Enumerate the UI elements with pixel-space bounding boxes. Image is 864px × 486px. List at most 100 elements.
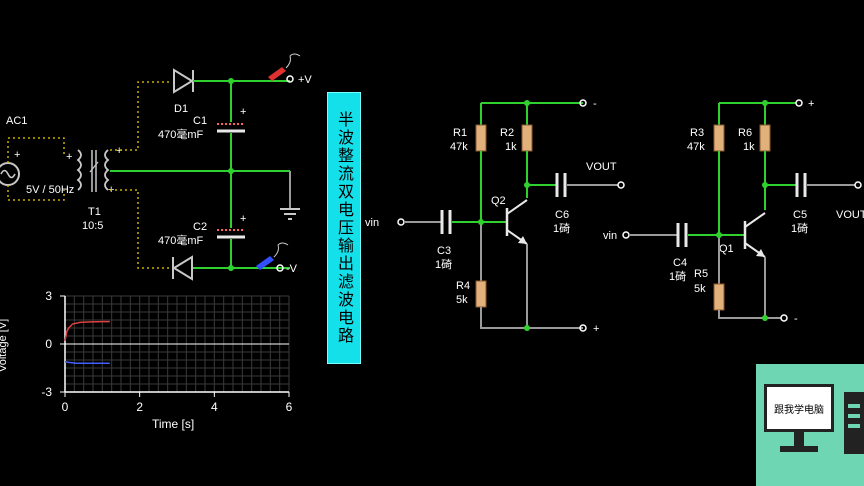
capacitor-c1-name: C1 bbox=[193, 115, 207, 127]
ac-source-spec: 5V / 50Hz bbox=[26, 184, 74, 196]
left-top-rail-terminal[interactable] bbox=[579, 99, 587, 107]
rectifier-circuit: AC1 5V / 50Hz + + T1 10:5 + + D1 bbox=[0, 53, 312, 281]
capacitor-c3-name: C3 bbox=[437, 245, 451, 257]
transistor-q1[interactable] bbox=[743, 212, 766, 258]
x-tick-label: 6 bbox=[286, 400, 293, 414]
transistor-q2-label: Q2 bbox=[491, 195, 506, 207]
diode-d1[interactable] bbox=[173, 68, 194, 94]
resistor-r6-value: 1k bbox=[743, 141, 755, 153]
resistor-r1[interactable] bbox=[475, 124, 487, 152]
capacitor-c3-value: 1碕 bbox=[435, 258, 452, 271]
output-positive-label: +V bbox=[298, 74, 312, 86]
capacitor-c5-name: C5 bbox=[793, 209, 807, 221]
capacitor-c1-value: 470毫mF bbox=[158, 127, 204, 141]
left-vin-label: vin bbox=[365, 217, 379, 229]
right-vin-label: vin bbox=[603, 230, 617, 242]
capacitor-c4[interactable] bbox=[676, 223, 688, 247]
resistor-r4[interactable] bbox=[475, 280, 487, 308]
diode-d2[interactable] bbox=[172, 255, 193, 281]
right-top-rail-label: + bbox=[808, 98, 814, 110]
pc-tower-icon bbox=[844, 392, 864, 454]
right-vout-terminal[interactable] bbox=[854, 181, 862, 189]
transformer-primary-plus: + bbox=[66, 151, 72, 163]
x-tick-label: 2 bbox=[136, 400, 143, 414]
right-bottom-rail-terminal[interactable] bbox=[780, 314, 788, 322]
capacitor-c6-value: 1碕 bbox=[553, 222, 570, 235]
left-bottom-rail-label: + bbox=[593, 323, 599, 335]
capacitor-c1[interactable] bbox=[217, 123, 245, 133]
y-tick-label: 0 bbox=[45, 337, 52, 351]
transistor-q2[interactable] bbox=[505, 199, 528, 245]
resistor-r1-name: R1 bbox=[453, 127, 467, 139]
resistor-r4-name: R4 bbox=[456, 280, 470, 292]
right-vout-label: VOUT bbox=[836, 209, 864, 221]
ground-icon bbox=[280, 208, 300, 220]
ac-sine-icon bbox=[0, 169, 16, 179]
c2-plus: + bbox=[240, 213, 246, 225]
capacitor-c2[interactable] bbox=[217, 229, 245, 239]
x-tick-label: 0 bbox=[62, 400, 69, 414]
right-vin-terminal[interactable] bbox=[622, 231, 630, 239]
capacitor-c2-name: C2 bbox=[193, 221, 207, 233]
resistor-r5-value: 5k bbox=[694, 283, 706, 295]
resistor-r3-name: R3 bbox=[690, 127, 704, 139]
blue-probe-icon[interactable] bbox=[256, 242, 289, 270]
transformer-name: T1 bbox=[88, 206, 101, 218]
red-probe-icon[interactable] bbox=[268, 53, 301, 81]
capacitor-c2-value: 470毫mF bbox=[158, 233, 204, 247]
monitor-base-icon bbox=[780, 446, 818, 452]
graph-x-label: Time [s] bbox=[152, 417, 194, 431]
left-amplifier-circuit: - R1 47k R2 1k vin C3 1碕 Q2 bbox=[365, 98, 625, 335]
left-vin-terminal[interactable] bbox=[397, 218, 405, 226]
title-banner: 半波整流双电压输出滤波电路 bbox=[327, 92, 361, 364]
left-bottom-rail-terminal[interactable] bbox=[579, 324, 587, 332]
right-bottom-rail-label: - bbox=[794, 313, 798, 325]
secondary-plus-top: + bbox=[116, 145, 122, 157]
resistor-r3[interactable] bbox=[713, 124, 725, 152]
title-banner-text: 半波整流双电压输出滤波电路 bbox=[335, 111, 354, 345]
resistor-r6[interactable] bbox=[759, 124, 771, 152]
capacitor-c5-value: 1碕 bbox=[791, 222, 808, 235]
c1-plus: + bbox=[240, 106, 246, 118]
x-tick-label: 4 bbox=[211, 400, 218, 414]
transistor-q1-label: Q1 bbox=[719, 243, 734, 255]
graph-y-label: Voltage [V] bbox=[0, 319, 9, 372]
resistor-r5-name: R5 bbox=[694, 268, 708, 280]
logo-text: 跟我学电脑 bbox=[774, 404, 824, 416]
transformer-ratio: 10:5 bbox=[82, 220, 103, 232]
ac-source-name: AC1 bbox=[6, 115, 27, 127]
resistor-r4-value: 5k bbox=[456, 294, 468, 306]
resistor-r5[interactable] bbox=[713, 283, 725, 311]
resistor-r2-value: 1k bbox=[505, 141, 517, 153]
transformer-symbol[interactable] bbox=[76, 149, 110, 192]
output-negative-label: -V bbox=[286, 263, 298, 275]
output-negative-terminal[interactable] bbox=[276, 264, 284, 272]
series-line-red bbox=[64, 320, 110, 341]
monitor-icon: 跟我学电脑 bbox=[764, 384, 834, 432]
output-positive-terminal[interactable] bbox=[286, 75, 294, 83]
capacitor-c6-name: C6 bbox=[555, 209, 569, 221]
resistor-r2[interactable] bbox=[521, 124, 533, 152]
resistor-r3-value: 47k bbox=[687, 141, 705, 153]
resistor-r2-name: R2 bbox=[500, 127, 514, 139]
monitor-stand-icon bbox=[794, 432, 804, 446]
diode-d1-label: D1 bbox=[174, 103, 188, 115]
ac-plus-sign: + bbox=[14, 149, 20, 161]
left-vout-label: VOUT bbox=[586, 161, 617, 173]
capacitor-c4-name: C4 bbox=[673, 257, 687, 269]
capacitor-c5[interactable] bbox=[795, 173, 807, 197]
left-top-rail-label: - bbox=[593, 98, 597, 110]
ac-source-symbol[interactable] bbox=[0, 162, 20, 186]
right-top-rail-terminal[interactable] bbox=[795, 99, 803, 107]
right-amplifier-circuit: + R3 47k R6 1k vin C4 1碕 Q1 bbox=[603, 98, 864, 325]
capacitor-c3[interactable] bbox=[440, 210, 452, 234]
left-vout-terminal[interactable] bbox=[617, 181, 625, 189]
y-tick-label: -3 bbox=[41, 385, 52, 399]
watermark-logo: 跟我学电脑 bbox=[756, 364, 864, 486]
resistor-r1-value: 47k bbox=[450, 141, 468, 153]
series-line-blue bbox=[64, 360, 110, 364]
capacitor-c6[interactable] bbox=[555, 173, 567, 197]
capacitor-c4-value: 1碕 bbox=[669, 270, 686, 283]
